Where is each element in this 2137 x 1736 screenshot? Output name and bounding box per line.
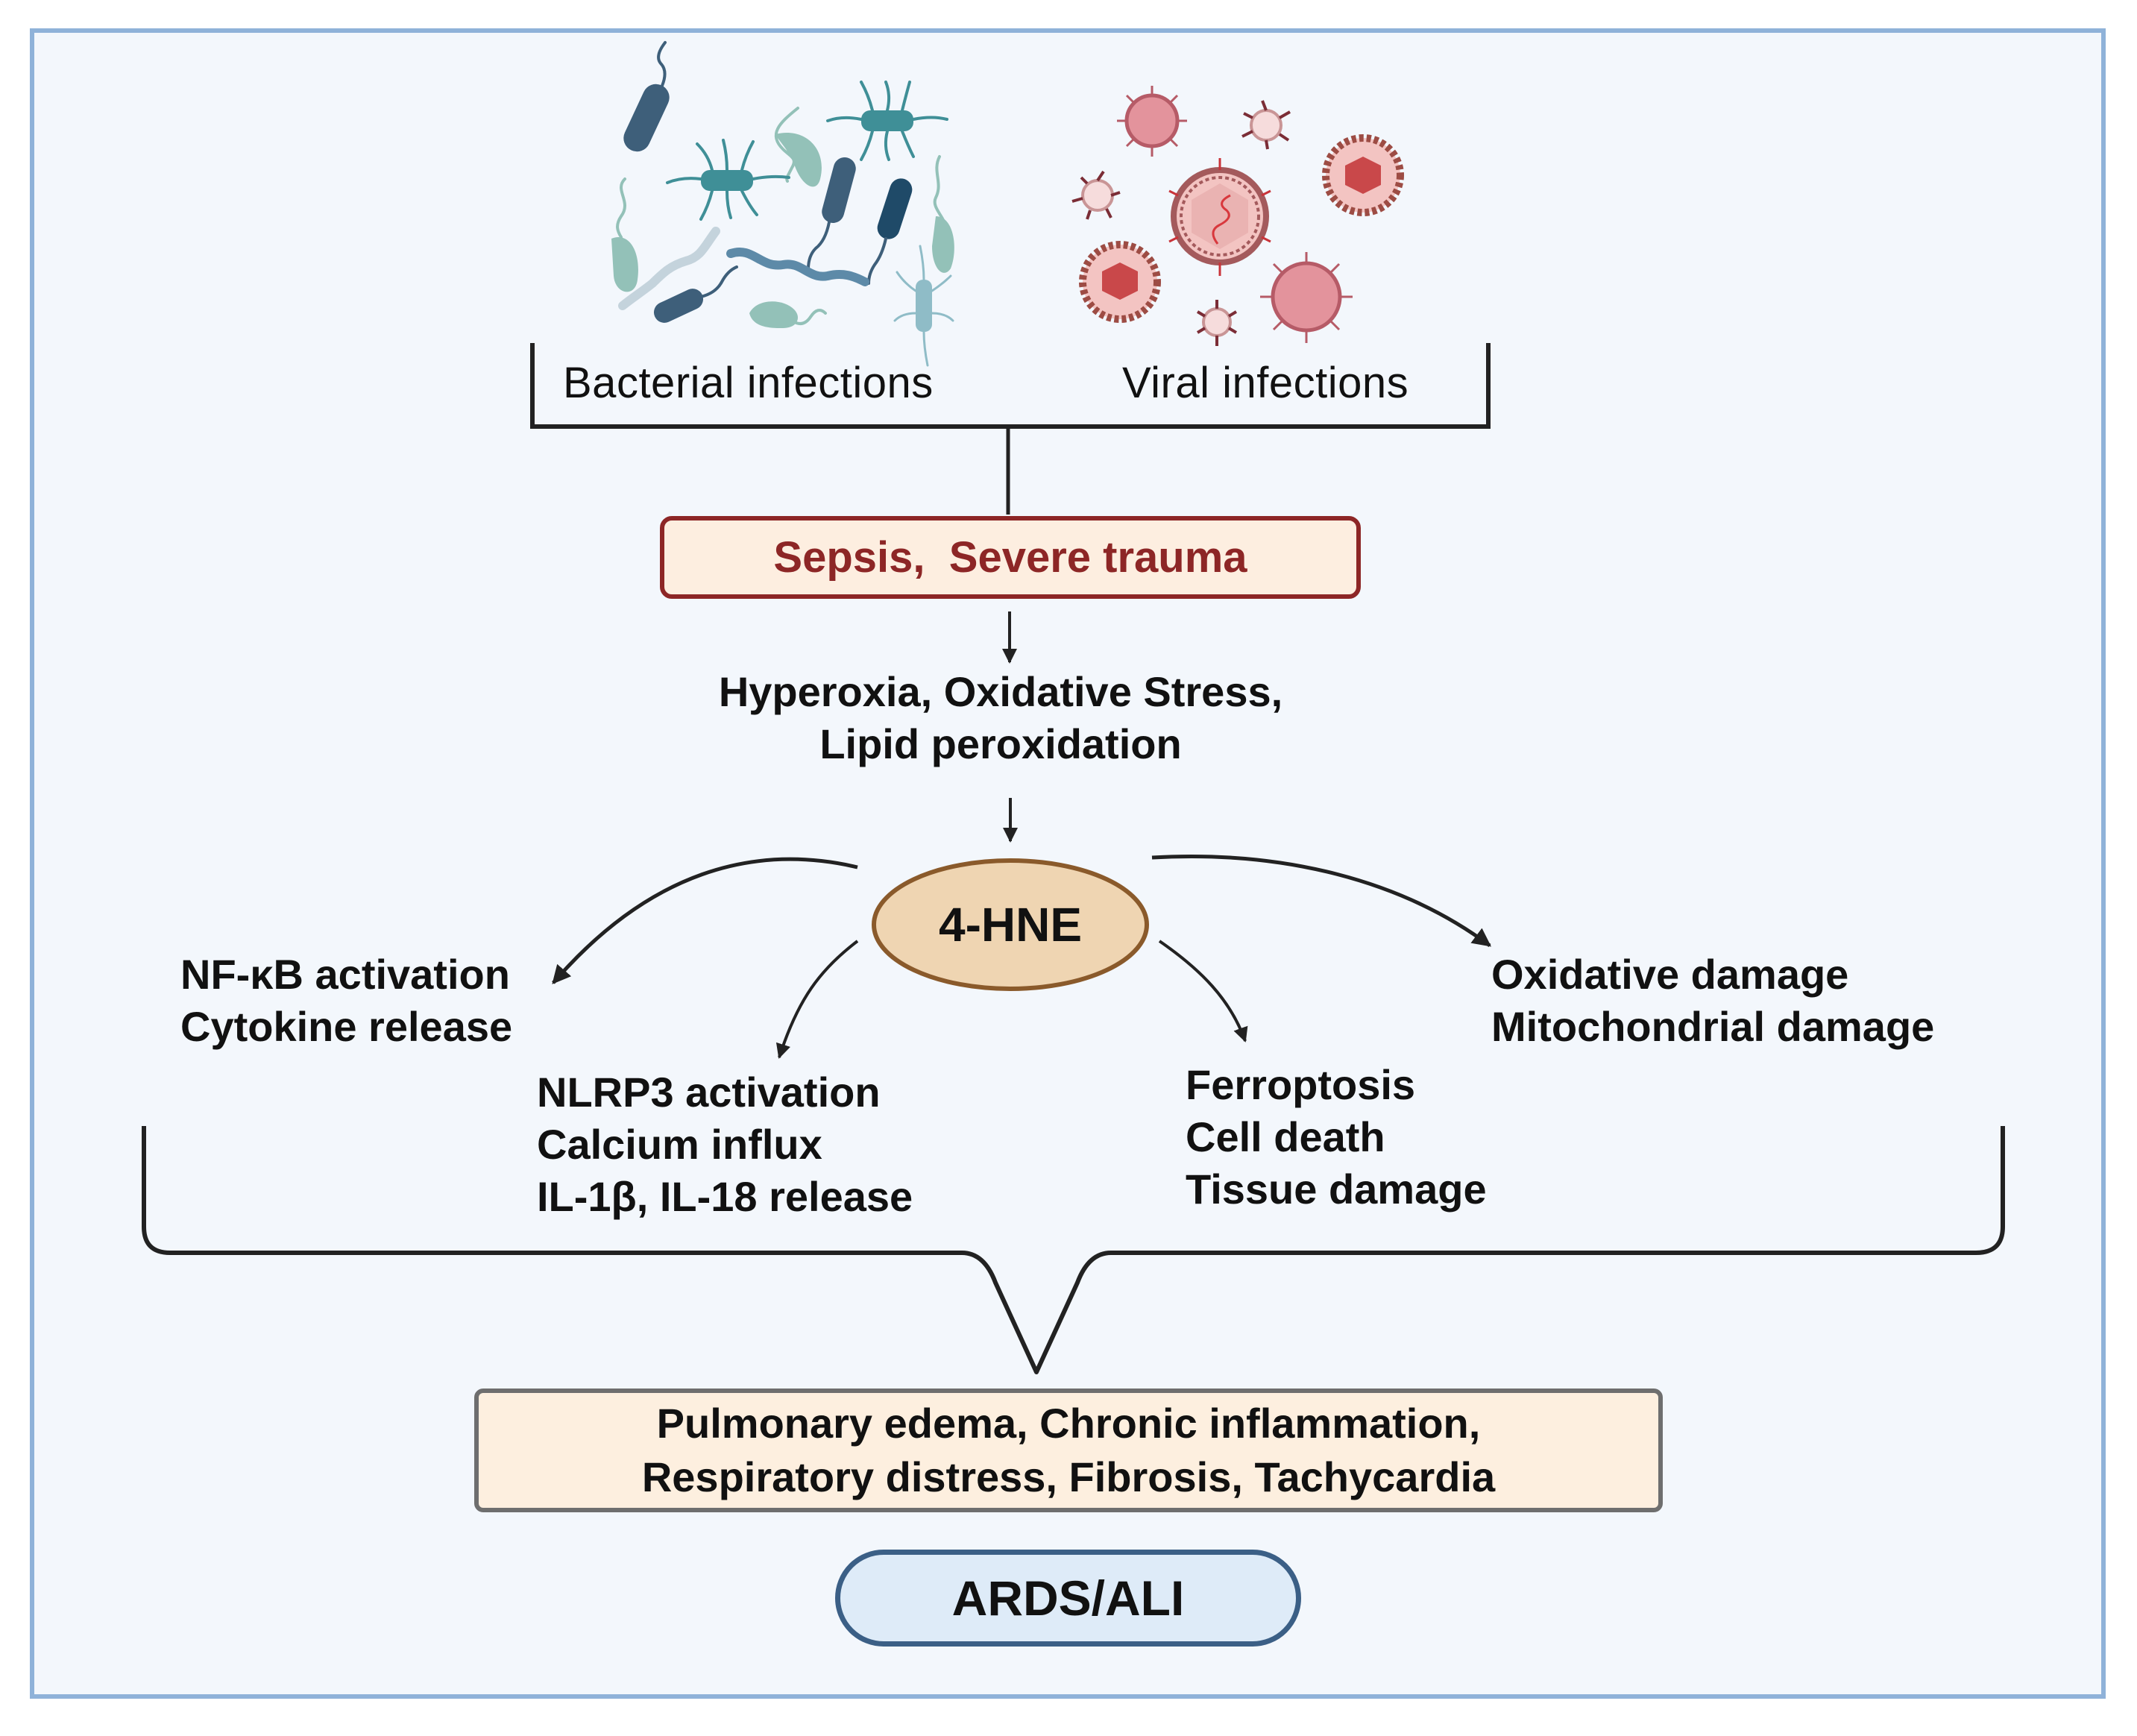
outcomes-box: Pulmonary edema, Chronic inflammation, R… <box>474 1389 1663 1512</box>
viral-infections-label: Viral infections <box>1122 359 1409 407</box>
effect-line: Calcium influx <box>537 1121 822 1168</box>
effect-line: Tissue damage <box>1186 1166 1487 1213</box>
bacterial-infections-label: Bacterial infections <box>563 359 934 407</box>
outcome-line: Pulmonary edema, Chronic inflammation, <box>656 1400 1481 1447</box>
convergence-bracket <box>142 1126 2005 1374</box>
rod-bacterium <box>623 84 670 152</box>
effect-line: NLRP3 activation <box>537 1069 881 1116</box>
effect-line: Oxidative damage <box>1491 951 1849 998</box>
arrow-to-oxidative <box>1151 855 1492 948</box>
arrow-to-ferroptosis <box>1158 940 1248 1042</box>
mediator-ellipse <box>872 858 1149 991</box>
infection-bracket <box>530 343 1491 429</box>
arrow-to-nlrp3 <box>775 940 859 1059</box>
trigger-box: Sepsis, Severe trauma <box>660 516 1361 599</box>
effect-line: Cytokine release <box>180 1003 513 1050</box>
effect-line: Cell death <box>1186 1113 1385 1160</box>
trigger-label: Sepsis, Severe trauma <box>773 533 1247 582</box>
arrow-to-nfkb <box>552 857 858 984</box>
result-pill: ARDS/ALI <box>835 1550 1301 1647</box>
virus-particle <box>1196 300 1238 346</box>
virus-particle <box>1071 170 1121 220</box>
stress-line: Hyperoxia, Oxidative Stress, <box>718 668 1283 715</box>
effect-line: IL-1β, IL-18 release <box>537 1173 913 1220</box>
effect-line: Ferroptosis <box>1186 1061 1416 1108</box>
bacteria-cluster-icon <box>611 41 954 367</box>
virus-particle <box>1168 158 1271 276</box>
effect-line: NF-κB activation <box>180 951 510 998</box>
result-label: ARDS/ALI <box>951 1570 1185 1626</box>
virus-particle <box>1079 241 1161 323</box>
stress-text: Hyperoxia, Oxidative Stress, Lipid perox… <box>719 666 1282 770</box>
mediator-label: 4-HNE <box>938 898 1083 952</box>
outcome-line: Respiratory distress, Fibrosis, Tachycar… <box>641 1453 1496 1500</box>
stress-line: Lipid peroxidation <box>819 720 1182 767</box>
virus-particle <box>1117 86 1187 157</box>
virus-cluster-icon <box>1071 86 1404 346</box>
effect-nfkb: NF-κB activation Cytokine release <box>180 949 512 1053</box>
effect-ferroptosis: Ferroptosis Cell death Tissue damage <box>1186 1059 1487 1215</box>
effect-oxidative: Oxidative damage Mitochondrial damage <box>1491 949 1934 1053</box>
virus-particle <box>1260 252 1353 343</box>
effect-nlrp3: NLRP3 activation Calcium influx IL-1β, I… <box>537 1066 913 1223</box>
effect-line: Mitochondrial damage <box>1491 1003 1935 1050</box>
virus-particle <box>1322 134 1404 216</box>
virus-particle <box>1241 100 1291 150</box>
